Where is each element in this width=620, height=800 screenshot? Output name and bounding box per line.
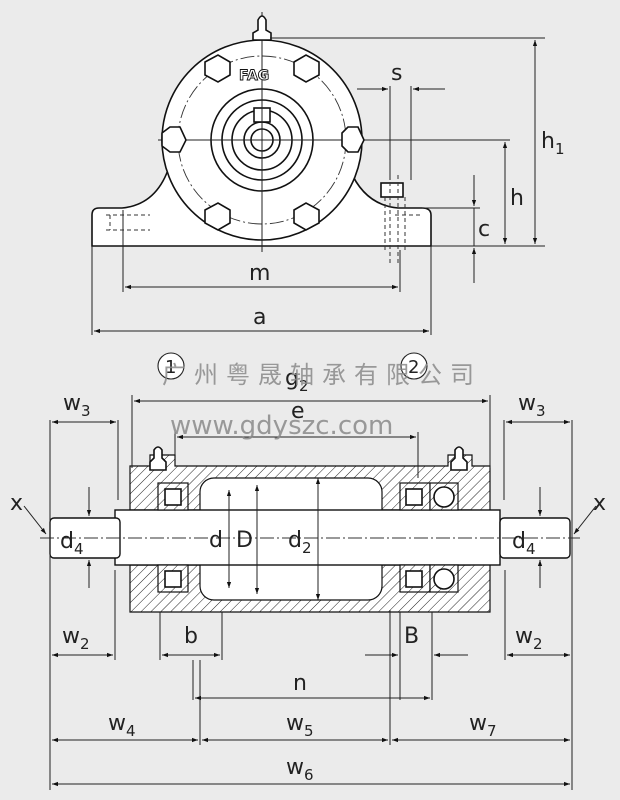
section-dimensions — [23, 395, 597, 790]
label-x-right: x — [593, 491, 606, 516]
label-w2-right: w2 — [515, 624, 543, 653]
bolt-head-icon — [161, 126, 187, 153]
grease-nipple-icon — [252, 15, 272, 41]
bearings — [157, 482, 459, 593]
roller-icon — [405, 570, 423, 588]
x-arrow-right — [573, 505, 597, 535]
foot-bolt-hidden — [384, 175, 406, 265]
callout-1-label: 1 — [165, 357, 176, 378]
label-x-left: x — [10, 491, 23, 516]
roller-icon — [164, 570, 182, 588]
bolt-head-icon — [341, 126, 365, 153]
label-w2-left: w2 — [62, 624, 90, 653]
watermark-url: www.gdyszc.com — [170, 411, 393, 441]
label-c: c — [478, 217, 490, 242]
grease-nipple-icon — [149, 446, 167, 471]
callout-1 — [157, 352, 185, 380]
label-h1: h1 — [541, 129, 565, 158]
watermark-company: 广州粤晟轴承有限公司 — [162, 361, 482, 389]
bolt-head-icon — [293, 54, 320, 83]
label-m: m — [249, 261, 270, 286]
foot-bolt-nut — [380, 182, 404, 198]
roller-icon — [405, 488, 423, 506]
label-D: D — [236, 528, 253, 553]
label-d4-right: d4 — [512, 529, 536, 558]
bolt-head-icon — [293, 202, 320, 231]
front-view: FAG s h1 h c m — [91, 12, 565, 335]
label-g2: g2 — [285, 366, 309, 395]
callout-2 — [400, 352, 428, 380]
bolt-heads — [161, 54, 365, 231]
label-w4: w4 — [108, 711, 136, 740]
roller-icon — [164, 488, 182, 506]
label-d: d — [209, 528, 223, 553]
label-B: B — [404, 624, 419, 649]
front-dimensions — [91, 37, 545, 335]
ball-icon — [433, 568, 455, 590]
ball-icon — [433, 486, 455, 508]
hidden-lines — [106, 214, 420, 231]
bolt-head-icon — [204, 54, 231, 83]
label-w6: w6 — [286, 755, 314, 784]
label-s: s — [391, 61, 402, 86]
label-w3-right: w3 — [518, 391, 546, 420]
brand-logo: FAG — [239, 68, 269, 84]
label-d4-left: d4 — [60, 529, 84, 558]
section-view: 1 2 g2 e w3 w3 x x d4 d4 d D d2 w2 w2 b … — [10, 352, 606, 790]
shaft — [114, 509, 501, 566]
grease-nipple-icon — [450, 446, 468, 471]
x-arrow-left — [23, 505, 47, 535]
label-d2: d2 — [288, 528, 312, 557]
label-w5: w5 — [286, 711, 314, 740]
label-h: h — [510, 186, 524, 211]
label-a: a — [253, 305, 266, 330]
bolt-head-icon — [204, 202, 231, 231]
label-e: e — [291, 399, 305, 424]
label-w7: w7 — [469, 711, 497, 740]
callout-2-label: 2 — [408, 357, 419, 378]
label-n: n — [293, 671, 307, 696]
label-w3-left: w3 — [63, 391, 91, 420]
label-b: b — [184, 624, 198, 649]
